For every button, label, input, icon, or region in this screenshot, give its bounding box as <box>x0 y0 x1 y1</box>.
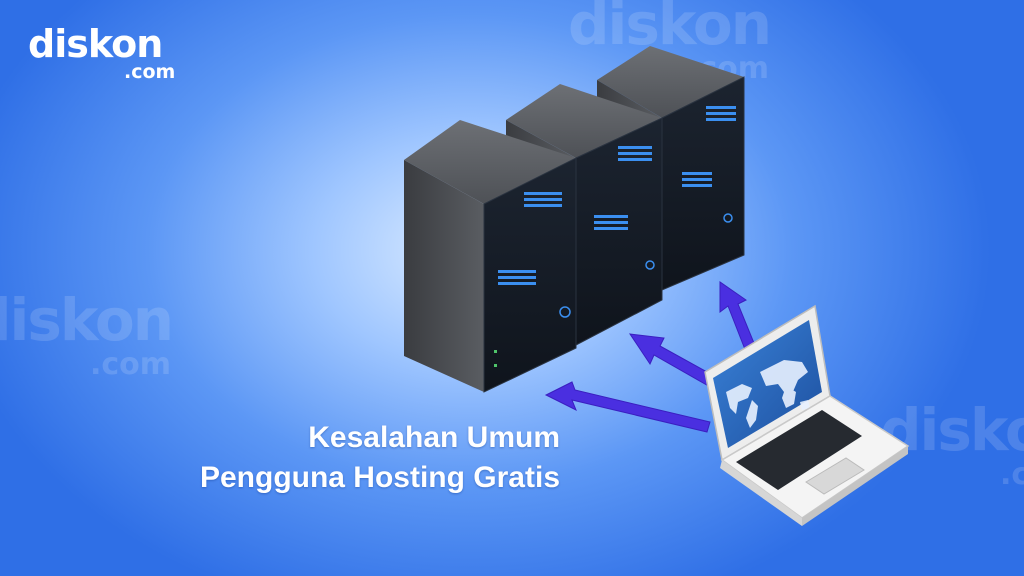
watermark-logo: diskon.com <box>568 0 772 86</box>
headline-line-2: Pengguna Hosting Gratis <box>199 461 560 494</box>
world-map-icon <box>726 360 810 428</box>
logo-wordmark: diskon <box>28 22 163 66</box>
brand-logo[interactable]: diskon .com <box>28 22 198 82</box>
logo-domain: .com <box>124 61 176 83</box>
headline-line-1: Kesalahan Umum <box>308 421 560 454</box>
watermark-logo: diskon.com <box>0 286 174 382</box>
arrow-icon <box>544 281 757 433</box>
server-rack-icon <box>404 120 577 393</box>
headline: Kesalahan Umum Pengguna Hosting Gratis <box>120 418 560 498</box>
laptop-icon <box>704 304 910 526</box>
